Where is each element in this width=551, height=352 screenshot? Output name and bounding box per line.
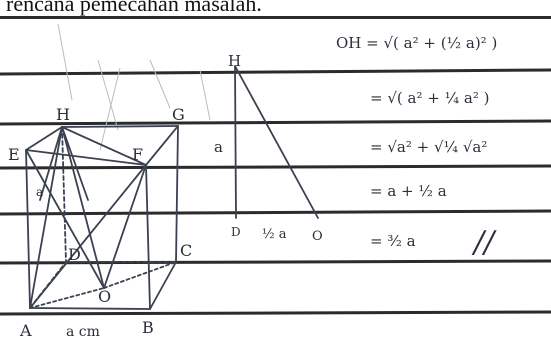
faint-line: [99, 67, 121, 151]
ruled-line: [0, 164, 551, 170]
label-a-small: a: [36, 185, 43, 199]
working-line-3: = √a² + √¼ √a²: [370, 138, 487, 156]
label-G: G: [172, 105, 185, 124]
label-H: H: [56, 105, 70, 124]
ruled-line: [0, 209, 551, 216]
segment-AO: [29, 287, 105, 309]
triangle-label-O: O: [312, 229, 323, 244]
label-E: E: [8, 145, 20, 164]
edge-EH: [25, 126, 63, 151]
edge-BF: [145, 164, 151, 310]
ruled-line: [0, 259, 551, 265]
label-F: F: [132, 145, 143, 164]
edge-BC: [149, 261, 177, 310]
label-B: B: [142, 318, 154, 337]
segment-H-right: [61, 126, 89, 201]
faint-line: [97, 59, 119, 131]
final-answer-mark: //: [471, 225, 497, 260]
label-O: O: [98, 287, 111, 306]
working-steps: OH = √( a² + (½ a)² ) = √( a² + ¼ a² ) =…: [336, 34, 497, 260]
segment-FO: [103, 164, 147, 289]
segment-HO: [61, 126, 105, 289]
edge-AE: [25, 149, 31, 309]
working-line-1: OH = √( a² + (½ a)² ): [336, 34, 497, 52]
cube-diagram: [25, 125, 179, 310]
label-C: C: [180, 241, 192, 260]
segment-OC: [103, 261, 177, 289]
ruled-line: [0, 310, 551, 316]
working-line-4: = a + ½ a: [370, 182, 447, 200]
ruled-line: [0, 119, 551, 126]
triangle-label-H: H: [228, 52, 241, 70]
caption-text: rencana pemecahan masalah.: [6, 0, 262, 16]
label-edge-length: a cm: [66, 324, 100, 340]
edge-FG: [145, 125, 179, 166]
triangle-hypotenuse-HO: [234, 65, 319, 219]
triangle-label-a: a: [214, 138, 223, 156]
edge-EF: [25, 149, 147, 166]
faint-line: [199, 69, 211, 121]
edge-GC: [175, 125, 179, 263]
triangle-label-base: ½ a: [262, 227, 287, 242]
triangle-labels: H a D ½ a O: [214, 52, 323, 244]
ruled-line: [0, 68, 551, 76]
segment-EO: [25, 149, 105, 289]
label-D: D: [68, 245, 81, 264]
label-A: A: [19, 321, 32, 340]
faint-line: [57, 23, 73, 101]
triangle-diagram: [234, 65, 319, 219]
faint-construction-lines: [57, 23, 211, 151]
segment-AF: [29, 164, 147, 309]
triangle-side-HD: [234, 65, 237, 219]
segment-H-left: [39, 126, 63, 201]
edge-HG: [61, 125, 179, 128]
caption-rule: [0, 16, 551, 19]
working-line-5: = ³⁄₂ a: [370, 232, 416, 250]
edge-HD: [61, 126, 67, 263]
handwritten-solution: H E G F D C O A B a cm a H a D ½ a O OH …: [0, 23, 551, 340]
ruled-lines: [0, 68, 551, 316]
edge-AB: [29, 307, 151, 310]
triangle-label-D: D: [231, 225, 241, 239]
cube-labels: H E G F D C O A B a cm a: [8, 105, 192, 340]
segment-HA: [29, 126, 63, 309]
segment-HF: [61, 126, 147, 166]
faint-line: [149, 59, 171, 109]
working-line-2: = √( a² + ¼ a² ): [370, 89, 489, 107]
